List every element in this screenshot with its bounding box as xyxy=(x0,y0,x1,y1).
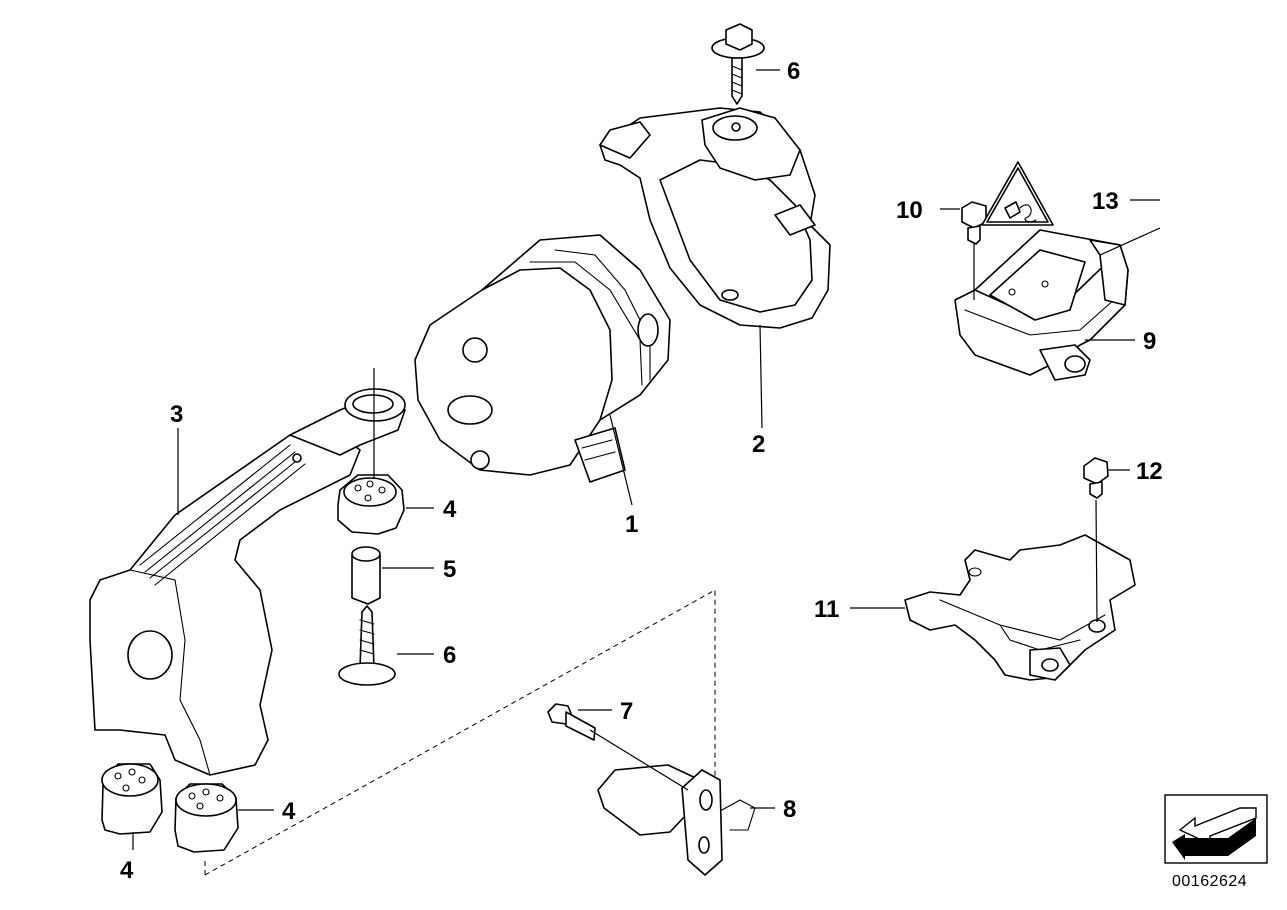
hydraulic-unit-part xyxy=(414,234,671,483)
callout-2: 2 xyxy=(752,431,765,458)
callout-4-lower-right: 4 xyxy=(282,798,296,825)
bolt-top-part xyxy=(711,23,765,105)
rubber-mount-upper-part xyxy=(337,474,405,535)
bolt-small-part xyxy=(547,703,596,741)
warning-triangle-icon xyxy=(981,161,1054,226)
callout-5: 5 xyxy=(443,556,456,583)
callout-6-top: 6 xyxy=(787,58,800,85)
callout-13: 13 xyxy=(1092,188,1119,215)
callout-3: 3 xyxy=(170,401,183,428)
mounting-plate-part xyxy=(904,534,1136,681)
callout-4-upper: 4 xyxy=(443,496,457,523)
callout-labels: 6 2 1 3 4 5 6 4 4 7 8 9 10 11 12 13 xyxy=(120,58,1163,884)
callout-8: 8 xyxy=(783,796,796,823)
callout-11: 11 xyxy=(814,596,839,623)
diagram-reference-number: 00162624 xyxy=(1172,873,1247,890)
bmw-corner-arrow-icon xyxy=(1164,794,1268,864)
support-bracket-part xyxy=(89,388,406,776)
rubber-mount-lower-right-part xyxy=(174,783,239,853)
sensor-module-part xyxy=(954,229,1129,381)
callout-10: 10 xyxy=(896,197,923,224)
assembly-lines xyxy=(204,589,716,876)
callout-6-bottom: 6 xyxy=(443,642,456,669)
bracket-strap-part xyxy=(599,107,831,329)
callout-1: 1 xyxy=(625,511,638,538)
callout-7: 7 xyxy=(620,698,633,725)
callout-12: 12 xyxy=(1136,458,1163,485)
bolt-12-part xyxy=(1083,457,1109,499)
rubber-mount-lower-left-part xyxy=(101,763,163,835)
leader-lines xyxy=(132,69,1161,850)
callout-4-lower-left: 4 xyxy=(120,857,134,884)
callout-9: 9 xyxy=(1143,328,1156,355)
bolt-bottom-part xyxy=(338,605,396,686)
spacer-sleeve-part xyxy=(351,546,381,605)
sensor-bracket-part xyxy=(597,764,756,876)
